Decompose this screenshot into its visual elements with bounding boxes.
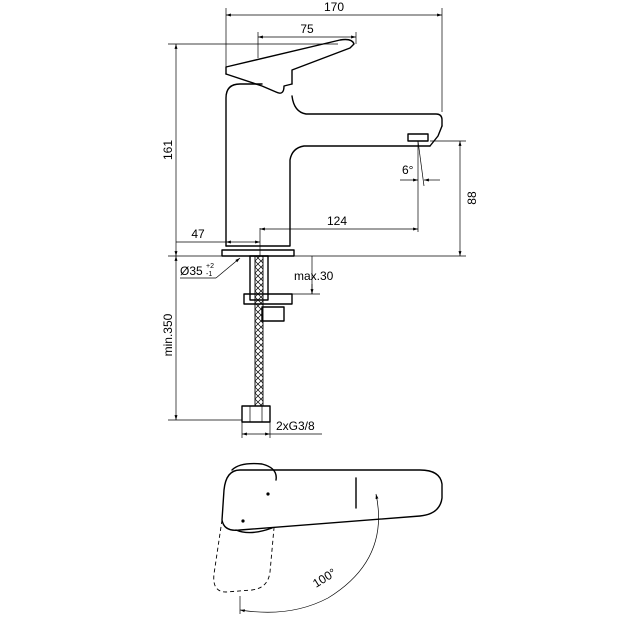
faucet-side-view: [221, 38, 443, 257]
dim-tol-lower: -1: [206, 271, 212, 278]
dimension-labels: 170 75 161 124 47 88 6° Ø35 +2 -1 max.30…: [161, 0, 479, 591]
dim-diameter-35: Ø35: [180, 264, 203, 278]
mounting-assembly: [241, 255, 293, 423]
dim-connection: 2xG3/8: [276, 419, 315, 433]
dim-tol-upper: +2: [206, 263, 214, 270]
dim-170: 170: [324, 0, 344, 14]
dimension-lines: [168, 8, 466, 438]
dim-max-30: max.30: [294, 269, 334, 283]
faucet-top-view: [213, 462, 443, 614]
dim-124: 124: [327, 214, 347, 228]
dim-min-350: min.350: [161, 313, 175, 356]
dim-88: 88: [465, 191, 479, 205]
dim-161: 161: [161, 140, 175, 160]
dim-rotation-100: 100°: [310, 565, 339, 590]
dim-angle-6: 6°: [402, 163, 414, 177]
dim-75: 75: [300, 22, 314, 36]
dim-47: 47: [191, 227, 205, 241]
